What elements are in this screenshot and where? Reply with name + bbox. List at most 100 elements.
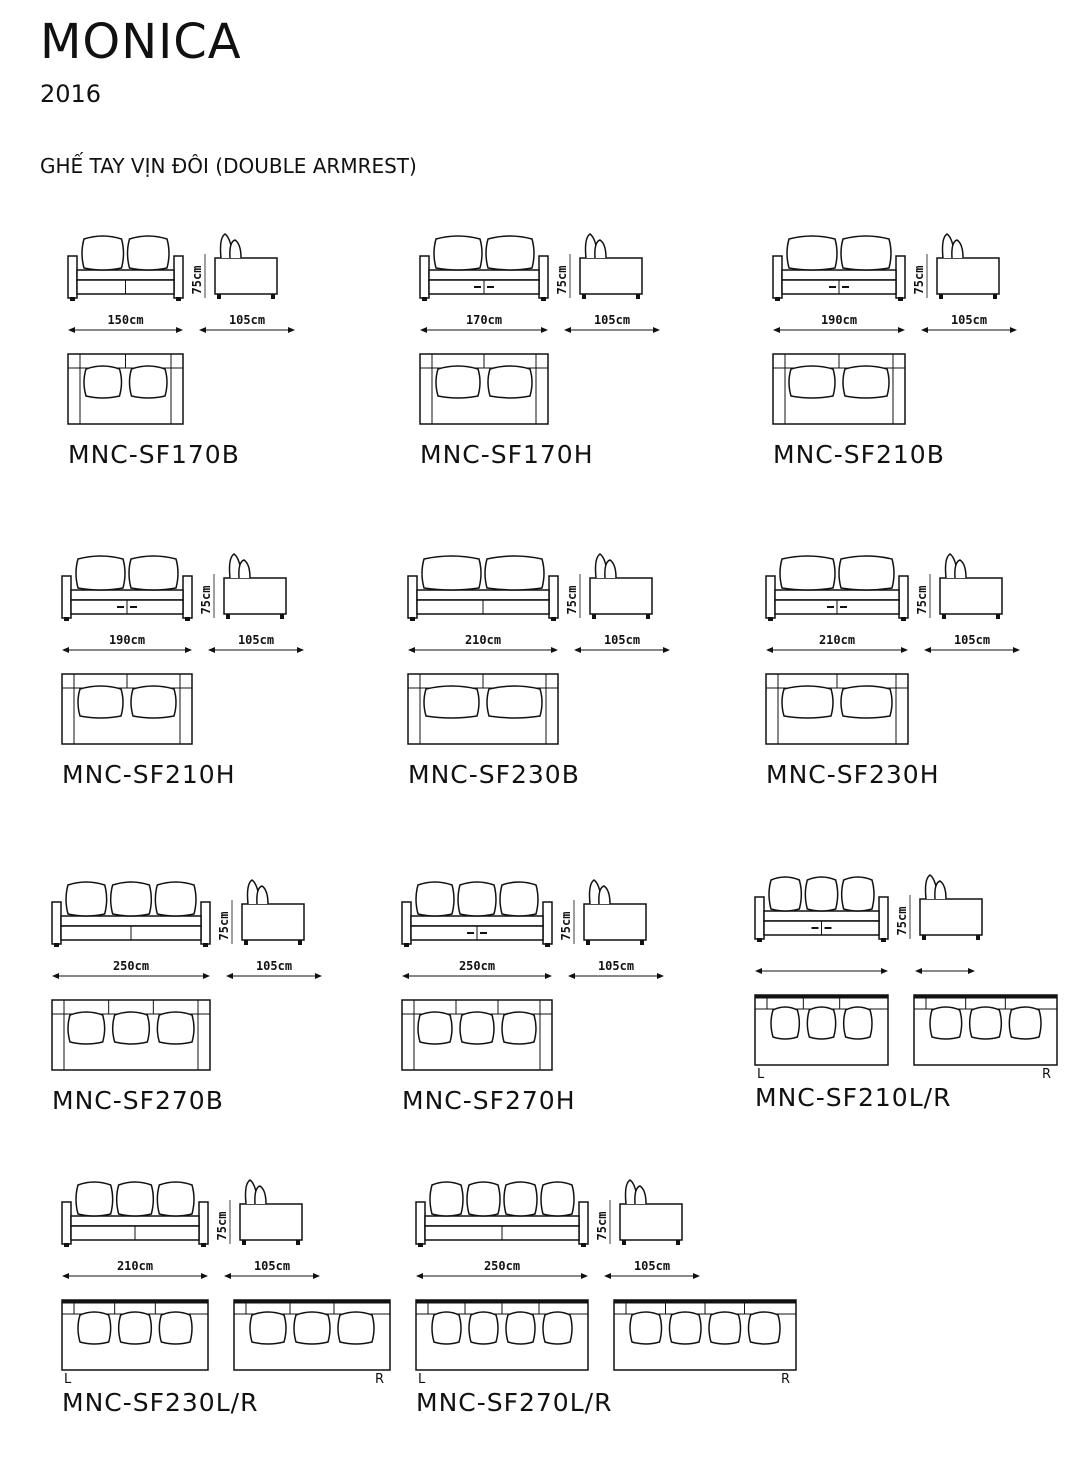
leg [676, 1240, 680, 1245]
seat-cushion [70, 589, 184, 601]
top-cushion [130, 685, 177, 719]
left-armrest [67, 255, 78, 299]
arrow-head [62, 1273, 69, 1279]
side-view [936, 233, 1000, 299]
width-label: 190cm [821, 313, 857, 327]
arrow-head [199, 327, 206, 333]
top-view [401, 999, 553, 1071]
back-cushion [838, 555, 895, 591]
seat-cushion [774, 589, 900, 601]
back-cushion [115, 1181, 155, 1217]
depth-label: 105cm [238, 633, 274, 647]
leg [898, 297, 903, 301]
top-view-right [613, 1299, 797, 1371]
width-label: 210cm [819, 633, 855, 647]
height-label: 75cm [565, 586, 579, 615]
top-cushion [486, 685, 543, 719]
left-armrest [772, 255, 783, 299]
side-view [239, 1179, 303, 1245]
height-label: 75cm [912, 266, 926, 295]
left-armrest [401, 901, 412, 945]
top-view [765, 673, 909, 745]
left-armrest [419, 255, 430, 299]
front-view [419, 235, 549, 301]
dimension-arrow [62, 647, 192, 653]
right-armrest [182, 575, 193, 619]
dimension-arrow [224, 1273, 320, 1279]
arrow-head [924, 647, 931, 653]
width-label: 250cm [459, 959, 495, 973]
side-cushion [604, 559, 617, 579]
front-view [765, 555, 909, 621]
arrow-head [226, 973, 233, 979]
seat-cushion [70, 1215, 200, 1227]
back-cushion [433, 235, 483, 271]
arrow-head [574, 647, 581, 653]
top-view [407, 673, 559, 745]
side-body [589, 577, 653, 615]
leg [64, 1243, 69, 1247]
seat-cushion [424, 1215, 580, 1227]
side-body [919, 898, 983, 936]
back-cushion [466, 1181, 501, 1217]
leg [54, 943, 59, 947]
leg [640, 940, 644, 945]
arrow-head [176, 327, 183, 333]
side-cushion [598, 885, 611, 905]
top-cushion [128, 365, 168, 399]
top-cushion [542, 1311, 573, 1345]
product-code: MNC-SF170H [420, 440, 594, 469]
dimension-arrow [68, 327, 183, 333]
arrow-head [62, 647, 69, 653]
leg [185, 617, 190, 621]
back-cushion [484, 555, 545, 591]
back-cushion [429, 1181, 464, 1217]
top-cushion [337, 1311, 375, 1345]
dimension-arrow [574, 647, 670, 653]
top-cushion [968, 1006, 1003, 1040]
leg [226, 614, 230, 619]
dimension-arrow [921, 327, 1017, 333]
product-code: MNC-SF270B [52, 1086, 224, 1115]
top-cushion [83, 365, 123, 399]
right-armrest [898, 575, 909, 619]
top-cushion [770, 1006, 801, 1040]
arrow-head [402, 973, 409, 979]
top-cushion [417, 1011, 453, 1045]
arrow-head [52, 973, 59, 979]
depth-label: 105cm [954, 633, 990, 647]
arrow-head [201, 1273, 208, 1279]
side-view [619, 1179, 683, 1245]
top-cushion [459, 1011, 495, 1045]
top-view-left [754, 994, 889, 1066]
depth-label: 105cm [254, 1259, 290, 1273]
leg [404, 943, 409, 947]
arrow-head [604, 1273, 611, 1279]
side-view [589, 553, 653, 619]
arrow-head [564, 327, 571, 333]
back-cushion [768, 876, 803, 912]
dimension-arrow [773, 327, 905, 333]
side-cushion [594, 239, 607, 259]
arrow-head [898, 327, 905, 333]
top-cushion [505, 1311, 536, 1345]
top-cushion [842, 365, 890, 399]
top-view-left [61, 1299, 209, 1371]
arrow-head [773, 327, 780, 333]
side-body [214, 257, 278, 295]
top-view [51, 999, 211, 1071]
product-code: MNC-SF210B [773, 440, 945, 469]
left-armrest [51, 901, 62, 945]
leg [244, 940, 248, 945]
leg [582, 294, 586, 299]
left-variant-label: L [757, 1067, 765, 1082]
